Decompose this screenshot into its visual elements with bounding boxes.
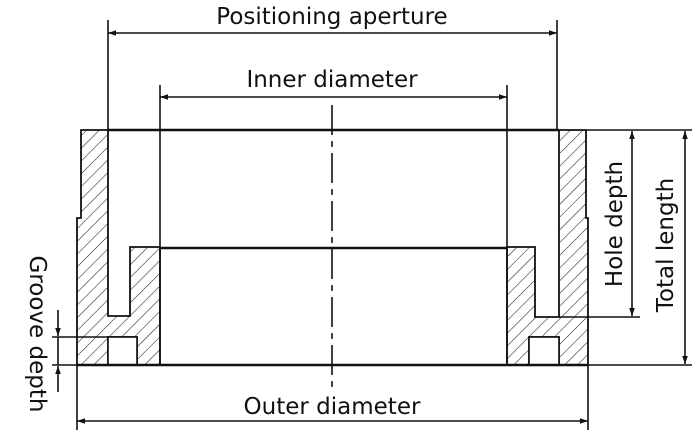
groove-depth-label: Groove depth <box>24 256 50 413</box>
left-groove <box>107 336 138 366</box>
hole-depth-label: Hole depth <box>602 161 628 287</box>
outer-diameter-label: Outer diameter <box>244 394 421 420</box>
left-wall-section <box>76 129 161 366</box>
right-wall-section <box>506 129 589 366</box>
inner-diameter-label: Inner diameter <box>246 67 418 93</box>
right-groove <box>528 336 560 366</box>
positioning-aperture-label: Positioning aperture <box>216 4 447 30</box>
total-length-label: Total length <box>653 178 679 313</box>
